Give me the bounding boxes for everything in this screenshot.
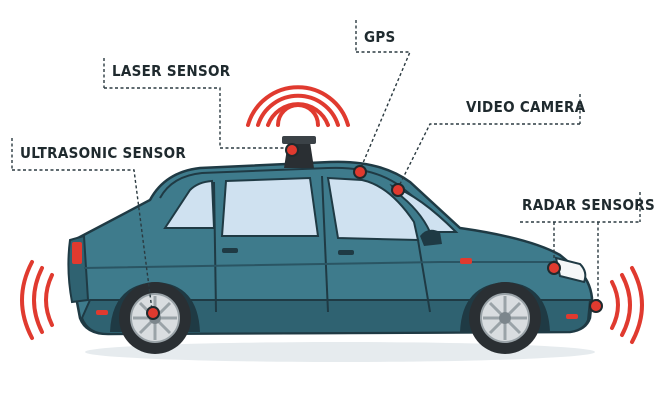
- sensor-points: [146, 143, 603, 320]
- body-character-line: [83, 261, 560, 269]
- video-camera-point: [391, 183, 405, 197]
- ground-shadow: [85, 342, 595, 362]
- rear-door-window: [220, 176, 320, 237]
- front-wheel: [469, 282, 541, 354]
- laser-signal-waves-inner: [276, 103, 320, 127]
- door-handle-front: [338, 250, 354, 255]
- door-seam-rear: [213, 181, 217, 313]
- label-gps: GPS: [364, 28, 396, 46]
- car-roof: [159, 166, 431, 211]
- leader-laser-sensor: [104, 87, 290, 149]
- reflector-front: [566, 314, 578, 319]
- rear-window: [163, 179, 216, 229]
- laser-sensor-point: [285, 143, 299, 157]
- windshield: [389, 184, 459, 233]
- door-handle-rear: [222, 248, 238, 253]
- rear-ultrasonic-waves: [20, 260, 54, 340]
- side-mirror: [420, 229, 442, 246]
- radar-sensor-point-bumper: [589, 299, 603, 313]
- ultrasonic-sensor-point: [146, 306, 160, 320]
- leader-gps: [356, 51, 412, 171]
- label-video-camera: VIDEO CAMERA: [466, 98, 586, 116]
- leader-ultrasonic-sensor: [12, 169, 153, 311]
- front-door-window: [326, 176, 420, 242]
- label-laser-sensor: LASER SENSOR: [112, 62, 231, 80]
- radar-sensor-point-headlight: [547, 261, 561, 275]
- leader-lines: [11, 20, 641, 311]
- reflector-rear: [96, 310, 108, 315]
- label-ultrasonic-sensor: ULTRASONIC SENSOR: [20, 144, 187, 162]
- leader-video-camera: [397, 123, 580, 189]
- laser-signal-waves: [246, 85, 350, 127]
- side-marker-front: [460, 258, 472, 264]
- headlight: [554, 256, 587, 284]
- gps-point: [353, 165, 367, 179]
- door-seam-middle: [321, 175, 329, 313]
- label-radar-sensors: RADAR SENSORS: [522, 196, 656, 214]
- front-radar-waves: [610, 266, 644, 344]
- door-seam-front: [417, 239, 431, 313]
- taillight: [72, 242, 82, 264]
